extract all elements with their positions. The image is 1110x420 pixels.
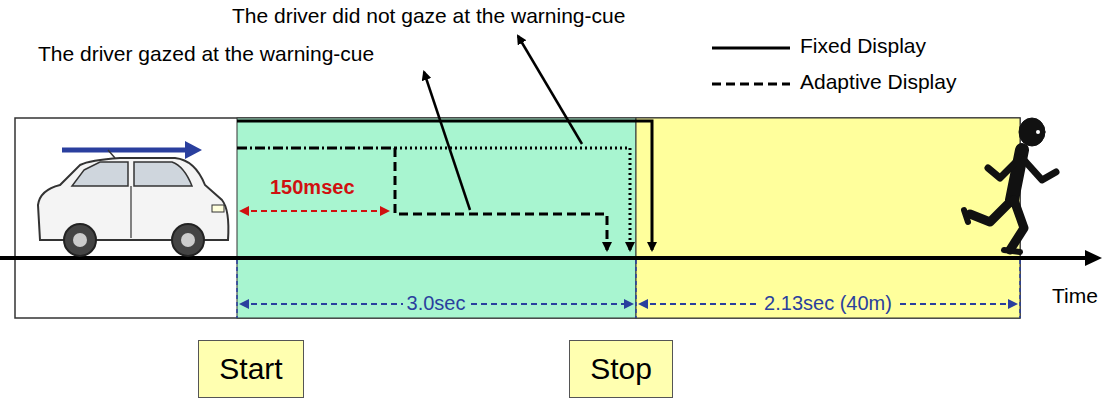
phase-box: Stop (569, 340, 673, 398)
phase-text: Stop (590, 351, 652, 387)
fixed-display-line (237, 121, 652, 250)
callout-text: The driver did not gaze at the warning-c… (232, 4, 625, 28)
legend-dashed-sample (712, 83, 790, 86)
duration-label: 3.0sec (403, 292, 470, 315)
car-illustration (38, 141, 228, 256)
callout-text: The driver gazed at the warning-cue (38, 42, 374, 66)
not-gazed-line (395, 148, 630, 250)
leader-arrow (424, 72, 470, 210)
legend-text: Fixed Display (800, 34, 926, 58)
phase-box: Start (198, 340, 303, 398)
phase-text: Start (219, 351, 282, 387)
latency-label: 150msec (268, 176, 357, 199)
warning-band (237, 118, 636, 318)
braking-band (636, 118, 1020, 318)
axis-label: Time (1052, 284, 1098, 308)
latency-dimension (241, 210, 388, 212)
leader-arrow (518, 36, 582, 144)
time-axis (0, 256, 1088, 260)
legend-solid-sample (712, 47, 790, 50)
legend-text: Adaptive Display (800, 70, 956, 94)
axis-arrowhead (1085, 250, 1102, 266)
distance-label: 2.13sec (40m) (760, 292, 896, 315)
frame (15, 118, 1020, 318)
pedestrian-silhouette (964, 118, 1056, 252)
adaptive-start-line (237, 147, 395, 150)
gazed-line (395, 148, 607, 250)
